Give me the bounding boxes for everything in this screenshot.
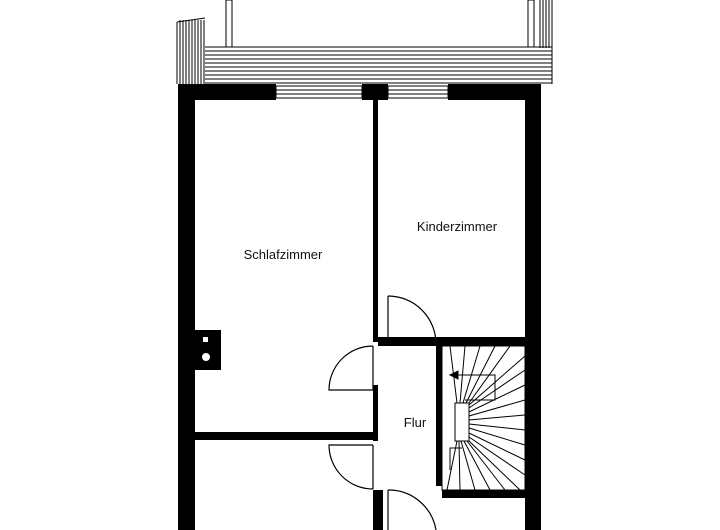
staircase [441,345,526,491]
balcony-post-left [225,0,233,48]
balcony-left-hatch [176,17,206,84]
room-label-schlafzimmer: Schlafzimmer [244,247,323,262]
balcony-railing [176,0,553,84]
door-lower-right [387,489,437,530]
balcony-right-hatch [539,0,553,84]
exterior-walls [178,84,541,530]
balcony-post-right [527,0,535,48]
chimney-icon [195,330,221,370]
door-kinderzimmer [387,295,437,345]
room-label-kinderzimmer: Kinderzimmer [417,219,498,234]
door-lower-left [328,444,374,490]
window-kinderzimmer [387,85,449,99]
window-schlafzimmer [275,85,363,99]
balcony-bottom-hatch [205,46,552,84]
interior-walls [195,100,525,530]
door-schlafzimmer [328,345,374,391]
room-label-flur: Flur [404,415,427,430]
